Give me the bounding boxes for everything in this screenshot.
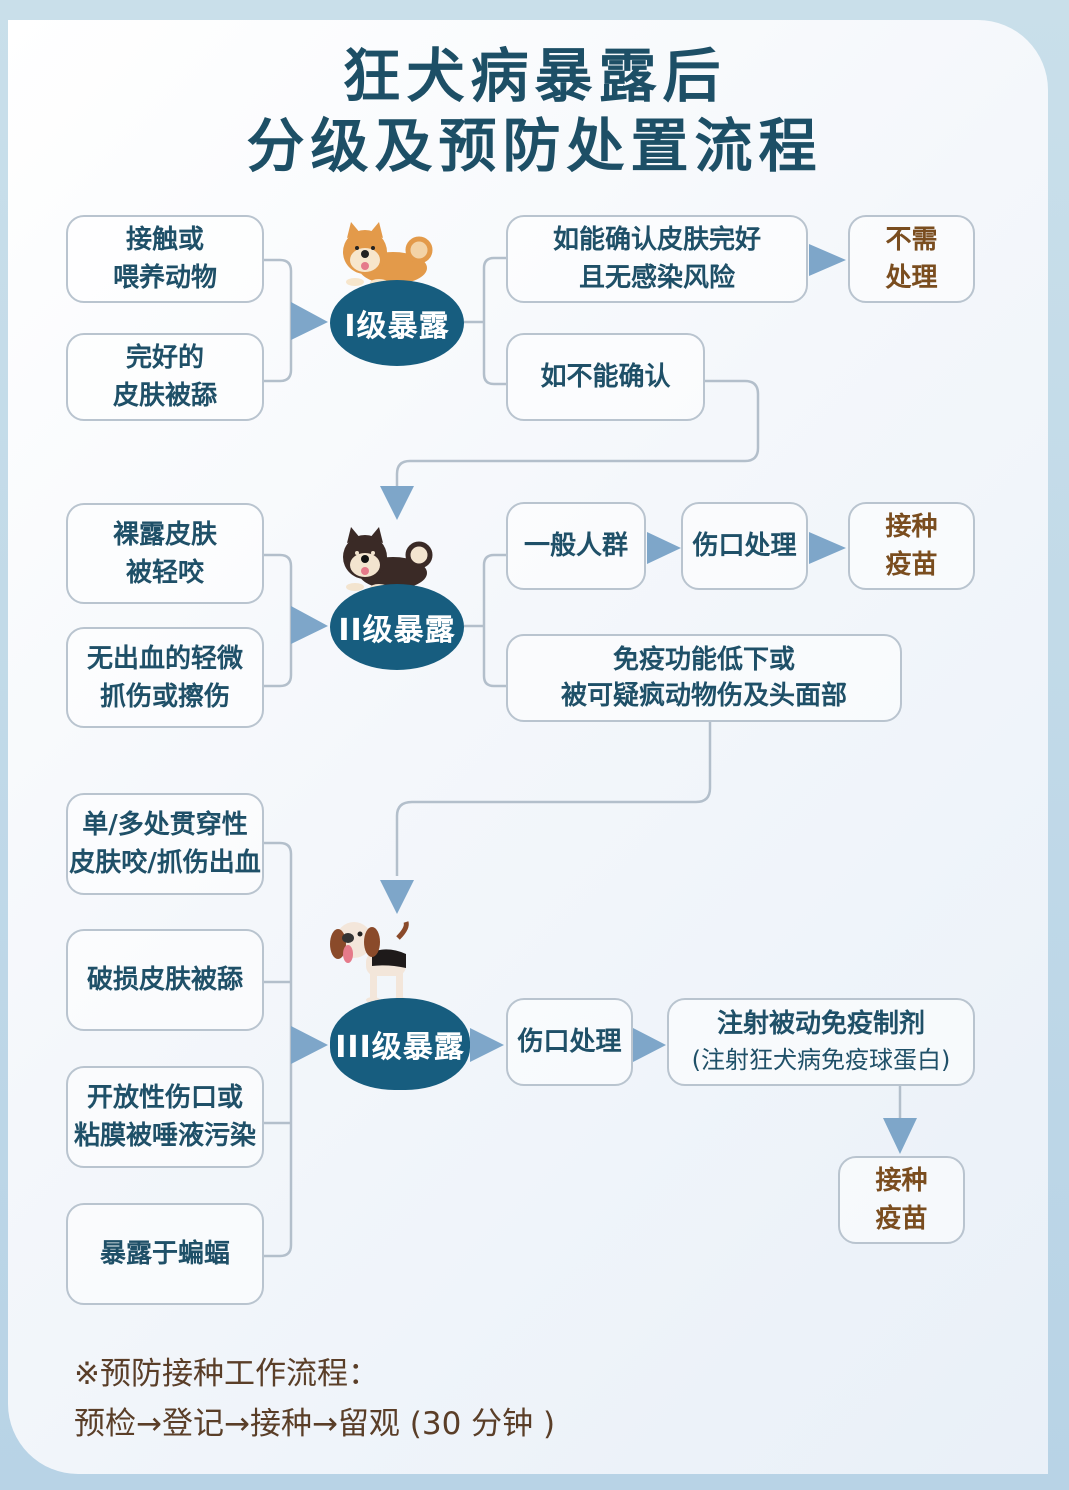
shiba-dog-icon [343, 222, 433, 287]
outcome-text: 处理 [885, 263, 938, 293]
level3-condition-penetrating-bite: 单/多处贯穿性 皮肤咬/抓伤出血 [66, 793, 264, 895]
arrow-right-icon [809, 532, 846, 564]
level1-branch-skin-intact: 如能确认皮肤完好 且无感染风险 [506, 215, 808, 303]
condition-text: 皮肤被舔 [112, 381, 217, 411]
branch-text: 如能确认皮肤完好 [552, 225, 761, 255]
arrow-right-icon [291, 606, 328, 644]
branch-text: 被可疑疯动物伤及头面部 [560, 681, 847, 711]
step-text: 接种 [875, 1166, 928, 1196]
condition-text: 接触或 [125, 225, 204, 255]
arrow-right-icon [809, 244, 846, 276]
condition-text: 破损皮肤被舔 [86, 965, 243, 995]
level3-step-vaccination: 接种 疫苗 [838, 1156, 965, 1244]
level3-condition-mucosa-saliva: 开放性伤口或 粘膜被唾液污染 [66, 1066, 264, 1168]
step-text: (注射狂犬病免疫球蛋白) [691, 1046, 951, 1074]
footer-note-title: ※预防接种工作流程： [74, 1356, 379, 1392]
condition-text: 开放性伤口或 [86, 1083, 243, 1113]
condition-text: 粘膜被唾液污染 [73, 1121, 256, 1151]
condition-text: 裸露皮肤 [112, 519, 217, 550]
condition-text: 完好的 [125, 343, 204, 373]
condition-text: 皮肤咬/抓伤出血 [69, 848, 261, 878]
step-text: 疫苗 [885, 550, 938, 580]
level1-exposure-node: I级暴露 [330, 280, 464, 366]
level3-step-passive-immunization: 注射被动免疫制剂 (注射狂犬病免疫球蛋白) [667, 998, 975, 1086]
arrow-right-icon [633, 1028, 666, 1062]
black-shiba-dog-icon [343, 527, 433, 592]
step-text: 接种 [885, 512, 938, 542]
condition-text: 无出血的轻微 [86, 643, 243, 674]
beagle-dog-icon [330, 921, 409, 1003]
branch-text: 如不能确认 [540, 362, 671, 392]
level2-branch-immunocompromised: 免疫功能低下或 被可疑疯动物伤及头面部 [506, 634, 902, 722]
branch-text: 免疫功能低下或 [612, 645, 795, 675]
arrow-right-icon [291, 302, 328, 340]
footer-note-steps: 预检→登记→接种→留观 (30 分钟 ) [74, 1406, 556, 1442]
branch-text: 一般人群 [523, 531, 628, 561]
level1-branch-cannot-confirm: 如不能确认 [506, 333, 705, 421]
level3-step-wound-treatment: 伤口处理 [506, 998, 633, 1086]
level1-outcome-no-treatment: 不需 处理 [848, 215, 975, 303]
level2-step-vaccination: 接种 疫苗 [848, 502, 975, 590]
step-text: 注射被动免疫制剂 [716, 1009, 925, 1039]
arrow-right-icon [647, 532, 681, 564]
arrow-down-icon [883, 1118, 917, 1154]
condition-text: 被轻咬 [125, 557, 204, 588]
level1-condition-licked-intact-skin: 完好的 皮肤被舔 [66, 333, 264, 421]
step-text: 伤口处理 [517, 1027, 622, 1057]
level2-condition-minor-scratch: 无出血的轻微 抓伤或擦伤 [66, 627, 264, 728]
level3-exposure-node: III级暴露 [330, 998, 470, 1090]
level3-condition-broken-skin-licked: 破损皮肤被舔 [66, 929, 264, 1031]
arrow-down-icon [380, 880, 414, 914]
arrow-down-icon [380, 486, 414, 520]
level1-condition-contact: 接触或 喂养动物 [66, 215, 264, 303]
page-title-line2: 分级及预防处置流程 [246, 112, 823, 180]
level3-condition-bat-exposure: 暴露于蝙蝠 [66, 1203, 264, 1305]
level2-condition-light-bite: 裸露皮肤 被轻咬 [66, 503, 264, 604]
condition-text: 喂养动物 [112, 263, 217, 293]
condition-text: 单/多处贯穿性 [82, 810, 248, 840]
condition-text: 抓伤或擦伤 [99, 681, 230, 712]
arrow-right-icon [470, 1028, 504, 1062]
level2-step-wound-treatment: 伤口处理 [681, 502, 808, 590]
page-title-line1: 狂犬病暴露后 [342, 42, 727, 110]
arrow-right-icon [291, 1026, 328, 1064]
step-text: 疫苗 [875, 1204, 928, 1234]
outcome-text: 不需 [885, 225, 938, 255]
level2-exposure-node: II级暴露 [330, 584, 464, 670]
level2-branch-general-population: 一般人群 [506, 502, 646, 590]
step-text: 伤口处理 [692, 531, 797, 561]
condition-text: 暴露于蝙蝠 [99, 1239, 230, 1269]
branch-text: 且无感染风险 [578, 263, 735, 293]
